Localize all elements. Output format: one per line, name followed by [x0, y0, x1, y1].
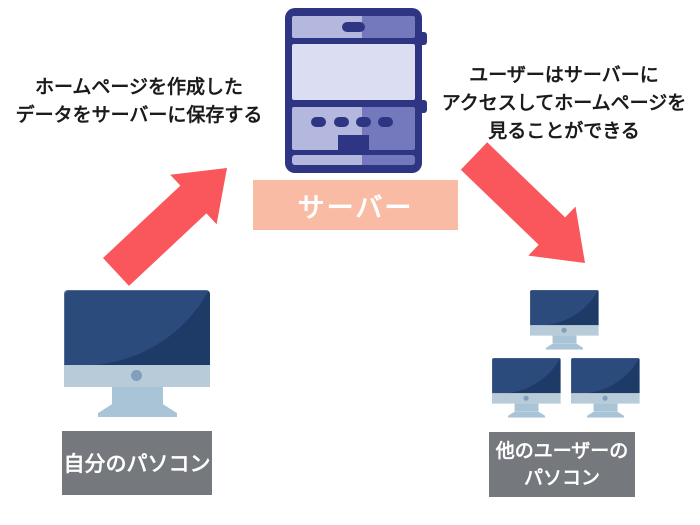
server-icon: [285, 8, 427, 173]
server-drive-icon: [338, 135, 369, 150]
other-users-label-line2: パソコン: [523, 467, 600, 489]
monitor-screen: [64, 290, 210, 365]
monitor-chin: [64, 365, 210, 387]
left-note: ホームページを作成した データをサーバーに保存する: [8, 74, 270, 130]
server-lower-bay: [292, 107, 415, 150]
camera-dot-icon: [131, 370, 142, 381]
server-middle-panel: [292, 44, 415, 100]
right-note-line3: 見ることができる: [488, 121, 640, 142]
monitor-stand: [112, 387, 163, 404]
monitor-stand: [514, 403, 539, 412]
download-arrow-icon: [460, 142, 585, 263]
other-users-label-line1: 他のユーザーの: [495, 440, 629, 462]
right-note: ユーザーはサーバーに アクセスしてホームページを 見ることができる: [432, 62, 696, 146]
right-note-line1: ユーザーはサーバーに: [469, 65, 659, 86]
my-computer-label: 自分のパソコン: [62, 431, 212, 495]
monitor-stand: [552, 335, 577, 344]
upload-arrow-icon: [103, 168, 227, 286]
monitor-screen: [571, 358, 640, 394]
monitor-screen: [492, 358, 561, 394]
server-label-text: サーバー: [297, 192, 414, 223]
monitor-screen: [530, 290, 599, 326]
monitor-base: [98, 404, 177, 417]
monitor-chin: [492, 393, 561, 404]
server-led-icon: [311, 117, 326, 127]
camera-dot-icon: [602, 395, 608, 401]
left-note-line2: データをサーバーに保存する: [15, 105, 263, 126]
server-led-icon: [334, 117, 349, 127]
my-computer-icon: [64, 290, 210, 417]
monitor-base: [545, 343, 584, 350]
my-computer-label-text: 自分のパソコン: [63, 453, 211, 476]
server-tab-icon: [418, 100, 427, 113]
monitor-stand: [593, 403, 618, 412]
server-bottom-strip: [292, 155, 415, 165]
monitor-chin: [530, 325, 599, 336]
monitor-base: [586, 411, 625, 418]
other-users-label: 他のユーザーの パソコン: [489, 432, 635, 497]
monitor-base: [507, 411, 546, 418]
server-led-icon: [356, 117, 371, 127]
server-slot-icon: [342, 22, 365, 32]
right-note-line2: アクセスしてホームページを: [441, 93, 687, 114]
left-note-line1: ホームページを作成した: [34, 77, 244, 98]
monitor-chin: [571, 393, 640, 404]
camera-dot-icon: [523, 395, 529, 401]
server-label: サーバー: [253, 180, 458, 230]
user-computer-icon: [530, 290, 599, 350]
user-computer-icon: [571, 358, 640, 418]
server-tab-icon: [418, 32, 427, 45]
camera-dot-icon: [561, 327, 567, 333]
server-led-icon: [378, 117, 393, 127]
server-top-bay: [292, 16, 415, 38]
user-computer-icon: [492, 358, 561, 418]
